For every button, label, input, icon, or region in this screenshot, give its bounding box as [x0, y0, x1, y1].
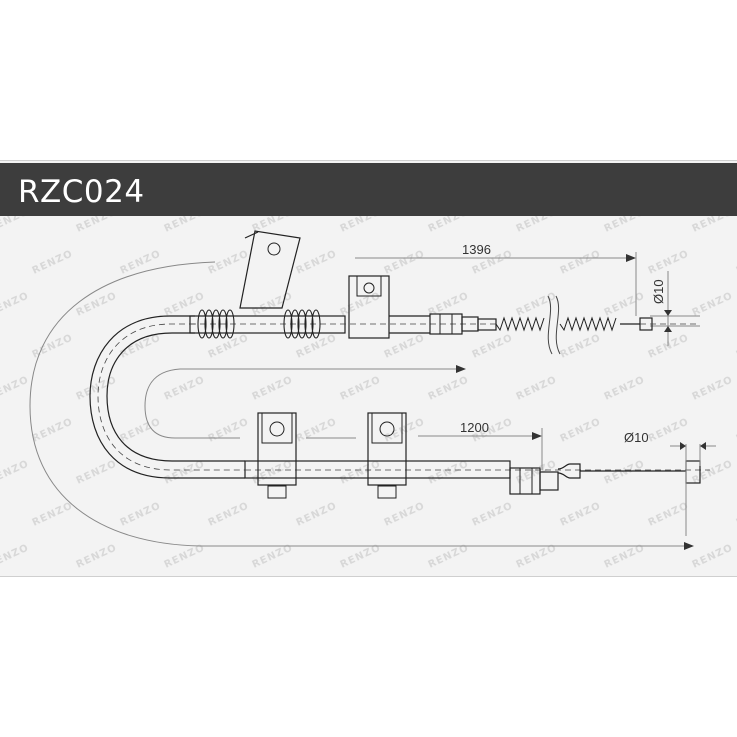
- bellows-ring: [197, 309, 207, 339]
- watermark-text: RENZO: [0, 458, 31, 486]
- bellows-ring: [304, 309, 314, 339]
- watermark-text: RENZO: [75, 542, 119, 570]
- cable-outer-sheath: [89, 315, 245, 479]
- watermark-text: RENZO: [603, 458, 647, 486]
- watermark-text: RENZO: [647, 416, 691, 444]
- watermark-text: RENZO: [515, 290, 559, 318]
- inner-dimension-arrow: [456, 365, 466, 373]
- bellows-ring: [290, 309, 300, 339]
- watermark-text: RENZO: [0, 374, 31, 402]
- watermark-text: RENZO: [339, 458, 383, 486]
- upper-conduit: [189, 315, 346, 334]
- watermark-text: RENZO: [251, 542, 295, 570]
- watermark-text: RENZO: [75, 216, 119, 235]
- watermark-text: RENZO: [339, 290, 383, 318]
- title-bar: RZC024: [0, 163, 737, 216]
- watermark-text: RENZO: [163, 290, 207, 318]
- watermark-text: RENZO: [427, 374, 471, 402]
- outer-dimension-arrow: [684, 542, 694, 550]
- part-number: RZC024: [18, 174, 145, 210]
- watermark-text: RENZO: [691, 290, 735, 318]
- watermark-text: RENZO: [471, 500, 515, 528]
- bellows-ring: [204, 309, 214, 339]
- bellows-left: [197, 309, 235, 339]
- watermark-text: RENZO: [75, 458, 119, 486]
- watermark-text: RENZO: [295, 332, 339, 360]
- dim-arrow-1396: [626, 254, 636, 262]
- watermark-text: RENZO: [603, 542, 647, 570]
- watermark-text: RENZO: [383, 248, 427, 276]
- watermark-text: RENZO: [603, 290, 647, 318]
- watermark-text: RENZO: [691, 542, 735, 570]
- mounting-bracket: [239, 230, 301, 309]
- watermark-text: RENZO: [207, 500, 251, 528]
- watermark-text: RENZO: [251, 290, 295, 318]
- watermark-text: RENZO: [31, 500, 75, 528]
- bellows-ring: [311, 309, 321, 339]
- watermark-text: RENZO: [515, 542, 559, 570]
- watermark-text: RENZO: [119, 332, 163, 360]
- watermark-text: RENZO: [251, 374, 295, 402]
- watermark-text: RENZO: [383, 416, 427, 444]
- watermark-text: RENZO: [647, 500, 691, 528]
- diameter-lower: Ø10: [624, 430, 649, 445]
- watermark-text: RENZO: [559, 248, 603, 276]
- watermark-text: RENZO: [691, 374, 735, 402]
- watermark-text: RENZO: [295, 248, 339, 276]
- watermark-text: RENZO: [339, 216, 383, 235]
- watermark-text: RENZO: [691, 216, 735, 235]
- bellows-right: [283, 309, 321, 339]
- watermark-text: RENZO: [559, 416, 603, 444]
- watermark-text: RENZO: [0, 216, 31, 235]
- watermark-text: RENZO: [647, 248, 691, 276]
- watermark-text: RENZO: [31, 416, 75, 444]
- watermark-text: RENZO: [559, 500, 603, 528]
- diameter-upper: Ø10: [651, 279, 666, 304]
- watermark-text: RENZO: [471, 332, 515, 360]
- watermark-text: RENZO: [427, 216, 471, 235]
- watermark-text: RENZO: [383, 500, 427, 528]
- watermark-text: RENZO: [603, 216, 647, 235]
- outer-dimension-arc: [29, 261, 690, 547]
- watermark-text: RENZO: [163, 216, 207, 235]
- watermark-text: RENZO: [119, 500, 163, 528]
- watermark-text: RENZO: [207, 416, 251, 444]
- watermark-text: RENZO: [251, 458, 295, 486]
- watermark-text: RENZO: [515, 374, 559, 402]
- watermark-text: RENZO: [163, 374, 207, 402]
- return-spring: [495, 316, 617, 332]
- watermark-text: RENZO: [163, 542, 207, 570]
- watermark-text: RENZO: [295, 416, 339, 444]
- bellows-ring: [297, 309, 307, 339]
- watermark-text: RENZO: [75, 290, 119, 318]
- watermark-text: RENZO: [427, 458, 471, 486]
- watermark-text: RENZO: [339, 374, 383, 402]
- bracket-hole: [267, 242, 281, 256]
- spring-coil: [495, 316, 617, 332]
- watermark-text: RENZO: [339, 542, 383, 570]
- watermark-text: RENZO: [427, 542, 471, 570]
- bellows-ring: [283, 309, 293, 339]
- watermark-text: RENZO: [31, 332, 75, 360]
- watermark-text: RENZO: [295, 500, 339, 528]
- bellows-ring: [225, 309, 235, 339]
- bellows-ring: [218, 309, 228, 339]
- watermark-text: RENZO: [31, 248, 75, 276]
- dimension-1396: 1396: [462, 242, 491, 257]
- watermark-text: RENZO: [515, 216, 559, 235]
- watermark-text: RENZO: [0, 542, 31, 570]
- bellows-ring: [211, 309, 221, 339]
- watermark-text: RENZO: [0, 290, 31, 318]
- dimension-1200: 1200: [460, 420, 489, 435]
- watermark-text: RENZO: [559, 332, 603, 360]
- lower-clip-right: [367, 412, 407, 486]
- watermark-text: RENZO: [603, 374, 647, 402]
- watermark-text: RENZO: [163, 458, 207, 486]
- inner-dimension-arc: [144, 368, 462, 439]
- watermark-text: RENZO: [647, 332, 691, 360]
- watermark-text: RENZO: [75, 374, 119, 402]
- watermark-text: RENZO: [119, 416, 163, 444]
